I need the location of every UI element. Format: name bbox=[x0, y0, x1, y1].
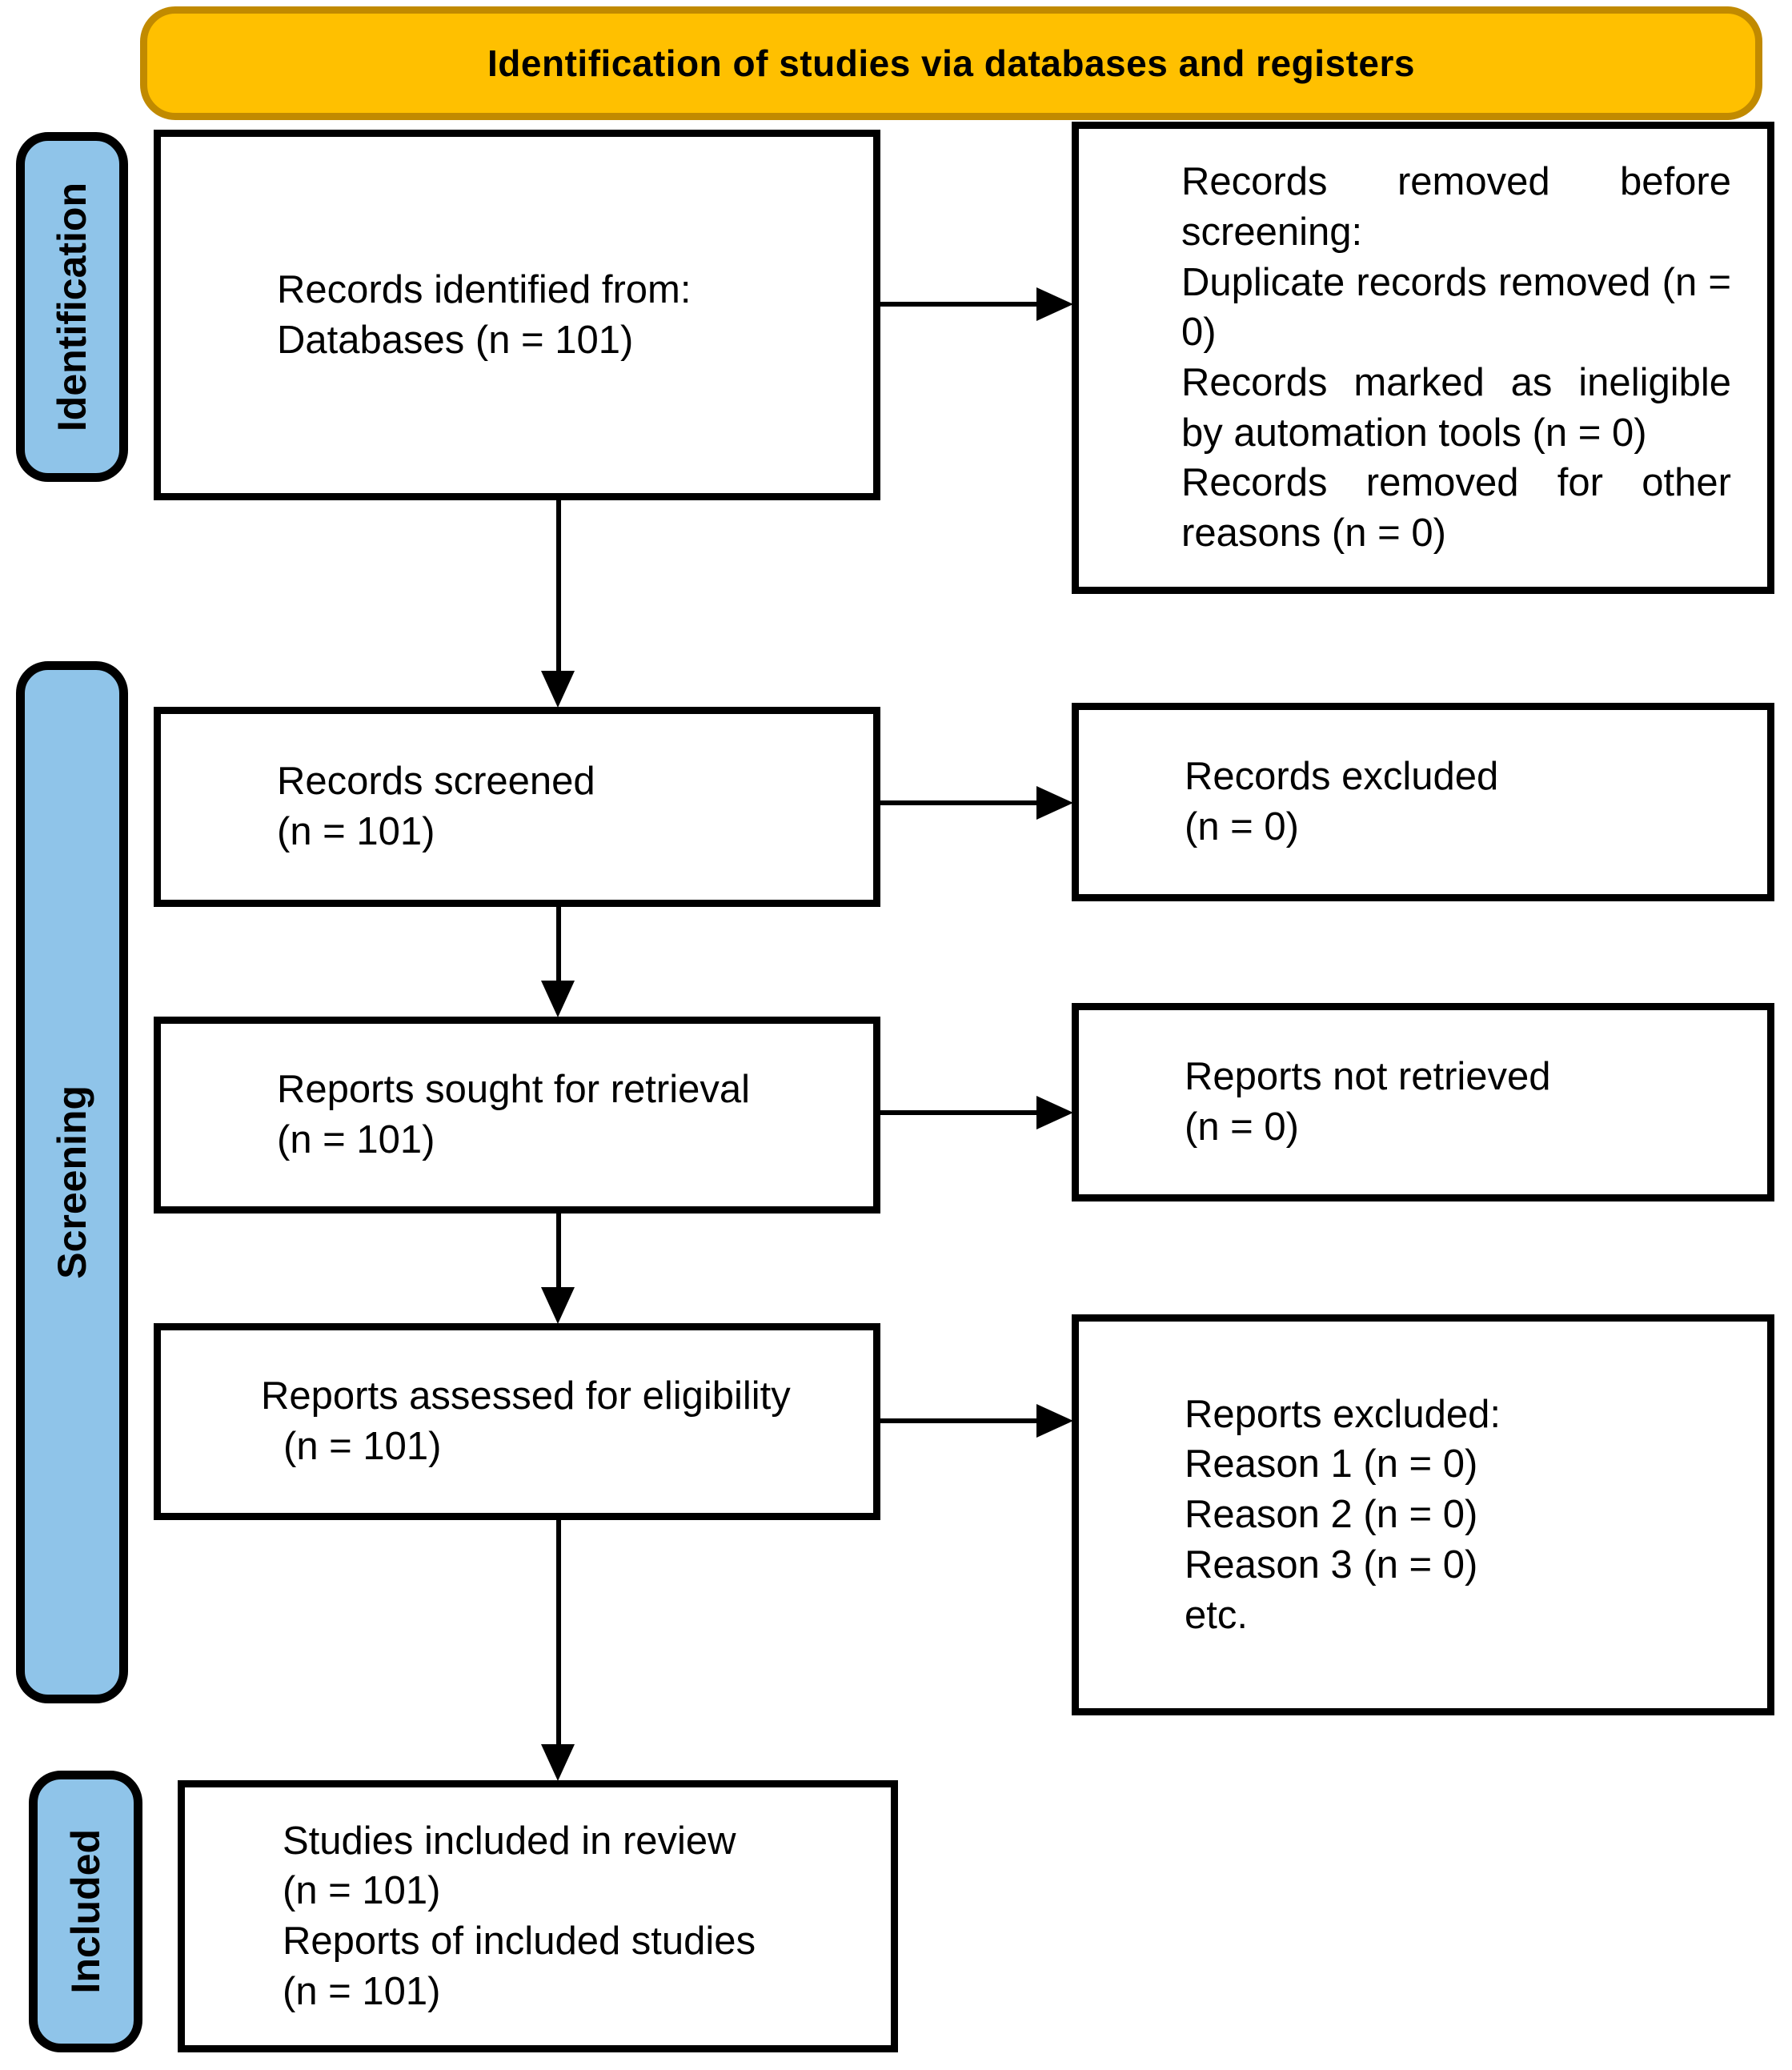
studies-included-line3: Reports of included studies bbox=[283, 1920, 756, 1963]
reports-assessed-line1: Reports assessed for eligibility bbox=[261, 1374, 791, 1418]
records-removed-para2: Duplicate records removed (n = 0) bbox=[1181, 260, 1742, 355]
reports-sought-line2: (n = 101) bbox=[277, 1118, 435, 1161]
arrow-screened-to-sought-line bbox=[556, 907, 561, 985]
arrow-assessed-to-included-head-icon bbox=[541, 1744, 575, 1781]
records-removed-para4: Records removed for other reasons (n = 0… bbox=[1181, 461, 1742, 556]
arrow-screened-to-sought-head-icon bbox=[541, 981, 575, 1017]
studies-included-line1: Studies included in review bbox=[283, 1819, 736, 1863]
records-excluded-line2: (n = 0) bbox=[1185, 805, 1299, 848]
arrow-sought-to-notretrieved-line bbox=[880, 1110, 1040, 1115]
box-studies-included: Studies included in review (n = 101) Rep… bbox=[178, 1780, 898, 2052]
box-records-removed: Records removed before screening: Duplic… bbox=[1072, 122, 1774, 594]
reports-excluded-line3: Reason 2 (n = 0) bbox=[1185, 1493, 1478, 1537]
box-reports-excluded: Reports excluded: Reason 1 (n = 0) Reaso… bbox=[1072, 1314, 1774, 1715]
arrow-identified-to-screened-line bbox=[556, 500, 561, 675]
box-reports-not-retrieved: Reports not retrieved (n = 0) bbox=[1072, 1003, 1774, 1201]
box-reports-assessed: Reports assessed for eligibility (n = 10… bbox=[154, 1323, 880, 1520]
phase-tab-identification: Identification bbox=[16, 132, 128, 482]
records-screened-line2: (n = 101) bbox=[277, 810, 435, 853]
arrow-assessed-to-reportsexcluded-line bbox=[880, 1418, 1040, 1423]
reports-not-retrieved-line2: (n = 0) bbox=[1185, 1105, 1299, 1149]
phase-tab-included: Included bbox=[29, 1771, 142, 2052]
diagram-title: Identification of studies via databases … bbox=[487, 42, 1415, 84]
arrow-sought-to-notretrieved-head-icon bbox=[1036, 1096, 1073, 1129]
phase-label-identification: Identification bbox=[50, 182, 94, 432]
records-identified-line2: Databases (n = 101) bbox=[277, 318, 634, 362]
arrow-screened-to-excluded-line bbox=[880, 800, 1040, 805]
reports-excluded-line4: Reason 3 (n = 0) bbox=[1185, 1542, 1478, 1587]
arrow-screened-to-excluded-head-icon bbox=[1036, 786, 1073, 820]
studies-included-line4: (n = 101) bbox=[283, 1969, 441, 2013]
phase-label-included: Included bbox=[63, 1829, 108, 1994]
arrow-assessed-to-reportsexcluded-head-icon bbox=[1036, 1404, 1073, 1438]
arrow-identified-to-removed-head-icon bbox=[1036, 287, 1073, 321]
records-screened-line1: Records screened bbox=[277, 760, 595, 804]
phase-tab-screening: Screening bbox=[16, 661, 128, 1703]
reports-excluded-line2: Reason 1 (n = 0) bbox=[1185, 1442, 1478, 1486]
reports-assessed-line2: (n = 101) bbox=[283, 1425, 442, 1468]
arrow-identified-to-removed-line bbox=[880, 302, 1040, 307]
box-records-excluded: Records excluded (n = 0) bbox=[1072, 703, 1774, 901]
records-excluded-line1: Records excluded bbox=[1185, 755, 1499, 799]
arrow-sought-to-assessed-line bbox=[556, 1214, 561, 1292]
studies-included-line2: (n = 101) bbox=[283, 1869, 441, 1913]
header-banner: Identification of studies via databases … bbox=[140, 6, 1762, 120]
phase-label-screening: Screening bbox=[50, 1085, 94, 1279]
records-removed-para3: Records marked as ineligible by automati… bbox=[1181, 361, 1742, 455]
reports-excluded-line1: Reports excluded: bbox=[1185, 1392, 1501, 1436]
arrow-assessed-to-included-line bbox=[556, 1520, 561, 1749]
reports-sought-line1: Reports sought for retrieval bbox=[277, 1068, 750, 1112]
records-removed-para1: Records removed before screening: bbox=[1181, 160, 1742, 254]
reports-excluded-line5: etc. bbox=[1185, 1593, 1248, 1637]
reports-not-retrieved-line1: Reports not retrieved bbox=[1185, 1055, 1551, 1099]
box-records-identified: Records identified from: Databases (n = … bbox=[154, 130, 880, 500]
box-records-screened: Records screened (n = 101) bbox=[154, 707, 880, 907]
records-identified-line1: Records identified from: bbox=[277, 267, 692, 311]
arrow-sought-to-assessed-head-icon bbox=[541, 1287, 575, 1324]
box-reports-sought: Reports sought for retrieval (n = 101) bbox=[154, 1017, 880, 1214]
arrow-identified-to-screened-head-icon bbox=[541, 671, 575, 708]
